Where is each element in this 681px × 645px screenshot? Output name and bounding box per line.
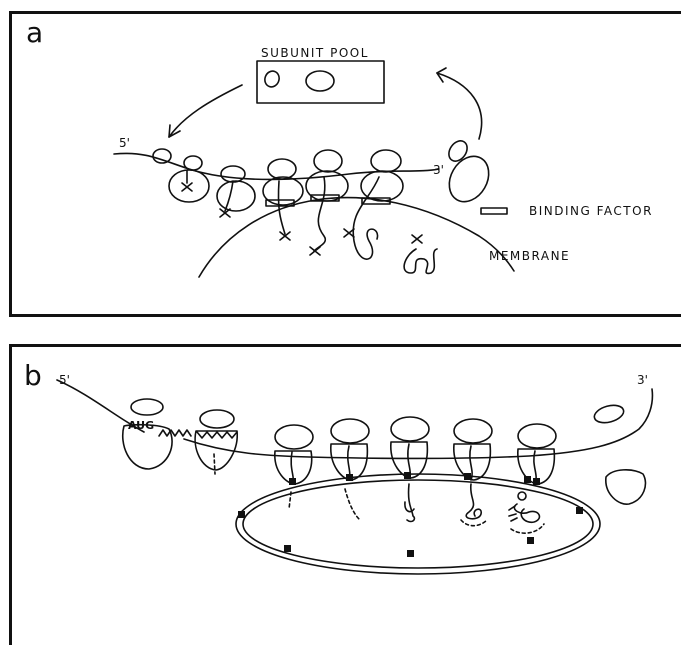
aug-codon-label: AUG — [128, 419, 154, 432]
subunit-pool-label: SUBUNIT POOL — [261, 46, 369, 60]
subunit-pool-box — [256, 60, 385, 104]
free-large-subunit-b — [605, 469, 647, 505]
panel-a-diagram: SUBUNIT POOL 5' 3' MEMBRANE BINDING FACT… — [113, 46, 653, 278]
three-prime-label-b: 3' — [637, 373, 648, 387]
ribosome-b-5 — [390, 416, 430, 523]
ribosome-a-2 — [216, 165, 256, 218]
five-prime-label-b: 5' — [59, 373, 70, 387]
binding-factor-legend-box — [480, 207, 508, 215]
panel-a-frame-top — [9, 11, 681, 14]
ribosome-b-4 — [330, 418, 370, 520]
recycle-arrow-right — [436, 67, 483, 140]
signal-sequence-zigzag — [158, 429, 192, 437]
panel-a-frame-bottom — [9, 314, 681, 317]
ribosome-b-6 — [453, 418, 493, 527]
ribosome-a-3 — [262, 158, 304, 241]
panel-a-letter: a — [26, 16, 44, 49]
mrna-strand-a — [113, 152, 440, 181]
membrane-arc — [198, 196, 515, 278]
binding-factor-label: BINDING FACTOR — [529, 204, 653, 218]
free-large-subunit-a — [448, 155, 490, 203]
panel-b-diagram: 5' 3' AUG — [56, 373, 654, 575]
initiating-ribosome-b — [122, 398, 173, 470]
ribosome-b-2 — [194, 409, 238, 475]
recycle-arrow-left — [168, 84, 243, 138]
er-vesicle-inner — [242, 479, 594, 569]
membrane-label: MEMBRANE — [489, 249, 570, 263]
free-small-subunit-b — [593, 404, 625, 424]
panel-b-frame-left — [9, 344, 12, 645]
ribosome-a-4 — [305, 149, 349, 256]
er-vesicle-outer — [235, 473, 601, 575]
panel-b-frame-top — [9, 344, 681, 347]
panel-b-letter: b — [24, 359, 42, 392]
panel-a-frame-left — [9, 11, 12, 317]
folded-polypeptide-a — [403, 234, 438, 275]
free-small-subunit-a — [448, 140, 468, 162]
initiating-small-subunit — [152, 148, 172, 164]
ribosome-a-1 — [168, 155, 210, 203]
panel-a: a SUBUNIT POOL 5' 3' MEMBRANE BINDING FA… — [9, 11, 681, 317]
three-prime-label-a: 3' — [433, 163, 444, 177]
five-prime-label-a: 5' — [119, 136, 130, 150]
ribosome-b-3 — [274, 424, 314, 510]
panel-b: b 5' 3' AUG — [9, 344, 681, 645]
ribosome-b-7 — [508, 423, 557, 534]
ribosome-a-5 — [343, 149, 404, 260]
